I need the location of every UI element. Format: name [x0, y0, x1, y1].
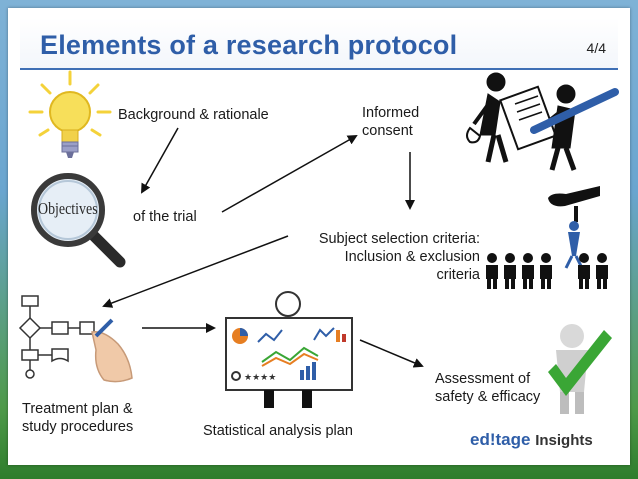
svg-text:★★★★: ★★★★ [244, 373, 276, 383]
label-assessment: Assessment of safety & efficacy [435, 370, 540, 406]
magnifier-icon [31, 173, 126, 268]
label-subject-line3: criteria [436, 267, 480, 283]
label-assessment-line2: safety & efficacy [435, 389, 541, 405]
logo-brand: ed!tage [470, 430, 531, 449]
analysis-board-icon: ★★★★ [225, 291, 353, 408]
label-background-rationale: Background & rationale [118, 107, 269, 123]
label-informed-consent: Informed consent [362, 104, 419, 140]
hand-picking-person-icon [486, 186, 608, 289]
flow-arrows [102, 127, 424, 368]
contract-signing-icon [466, 72, 619, 171]
label-informed-line2: consent [362, 123, 413, 139]
label-of-the-trial: of the trial [133, 209, 197, 225]
label-treatment-line2: study procedures [22, 419, 134, 435]
label-subject-selection: Subject selection criteria: Inclusion & … [284, 230, 480, 284]
label-subject-line2: Inclusion & exclusion [344, 249, 480, 265]
flowchart-hand-icon [18, 295, 133, 383]
editage-insights-logo: ed!tage Insights [470, 430, 593, 450]
arrow-trial-to-consent [221, 135, 358, 213]
label-assessment-line1: Assessment of [435, 371, 531, 387]
arrow-background-to-objectives [141, 127, 179, 194]
checkmark-person-icon [548, 324, 612, 414]
logo-suffix: Insights [535, 432, 593, 449]
slide-title: Elements of a research protocol [40, 30, 458, 60]
label-subject-line1: Subject selection criteria: [318, 231, 480, 247]
title-bar: Elements of a research protocol 4/4 [20, 18, 618, 70]
objectives-word: Objectives [38, 199, 98, 218]
lightbulb-icon [28, 70, 112, 158]
arrow-subject-to-treatment [102, 235, 289, 308]
label-informed-line1: Informed [362, 105, 420, 121]
page-number: 4/4 [586, 40, 606, 56]
label-statistical-analysis: Statistical analysis plan [203, 423, 353, 439]
arrow-statistical-to-assessment [359, 339, 424, 368]
label-treatment-plan: Treatment plan & study procedures [22, 400, 133, 436]
label-treatment-line1: Treatment plan & [22, 401, 133, 417]
